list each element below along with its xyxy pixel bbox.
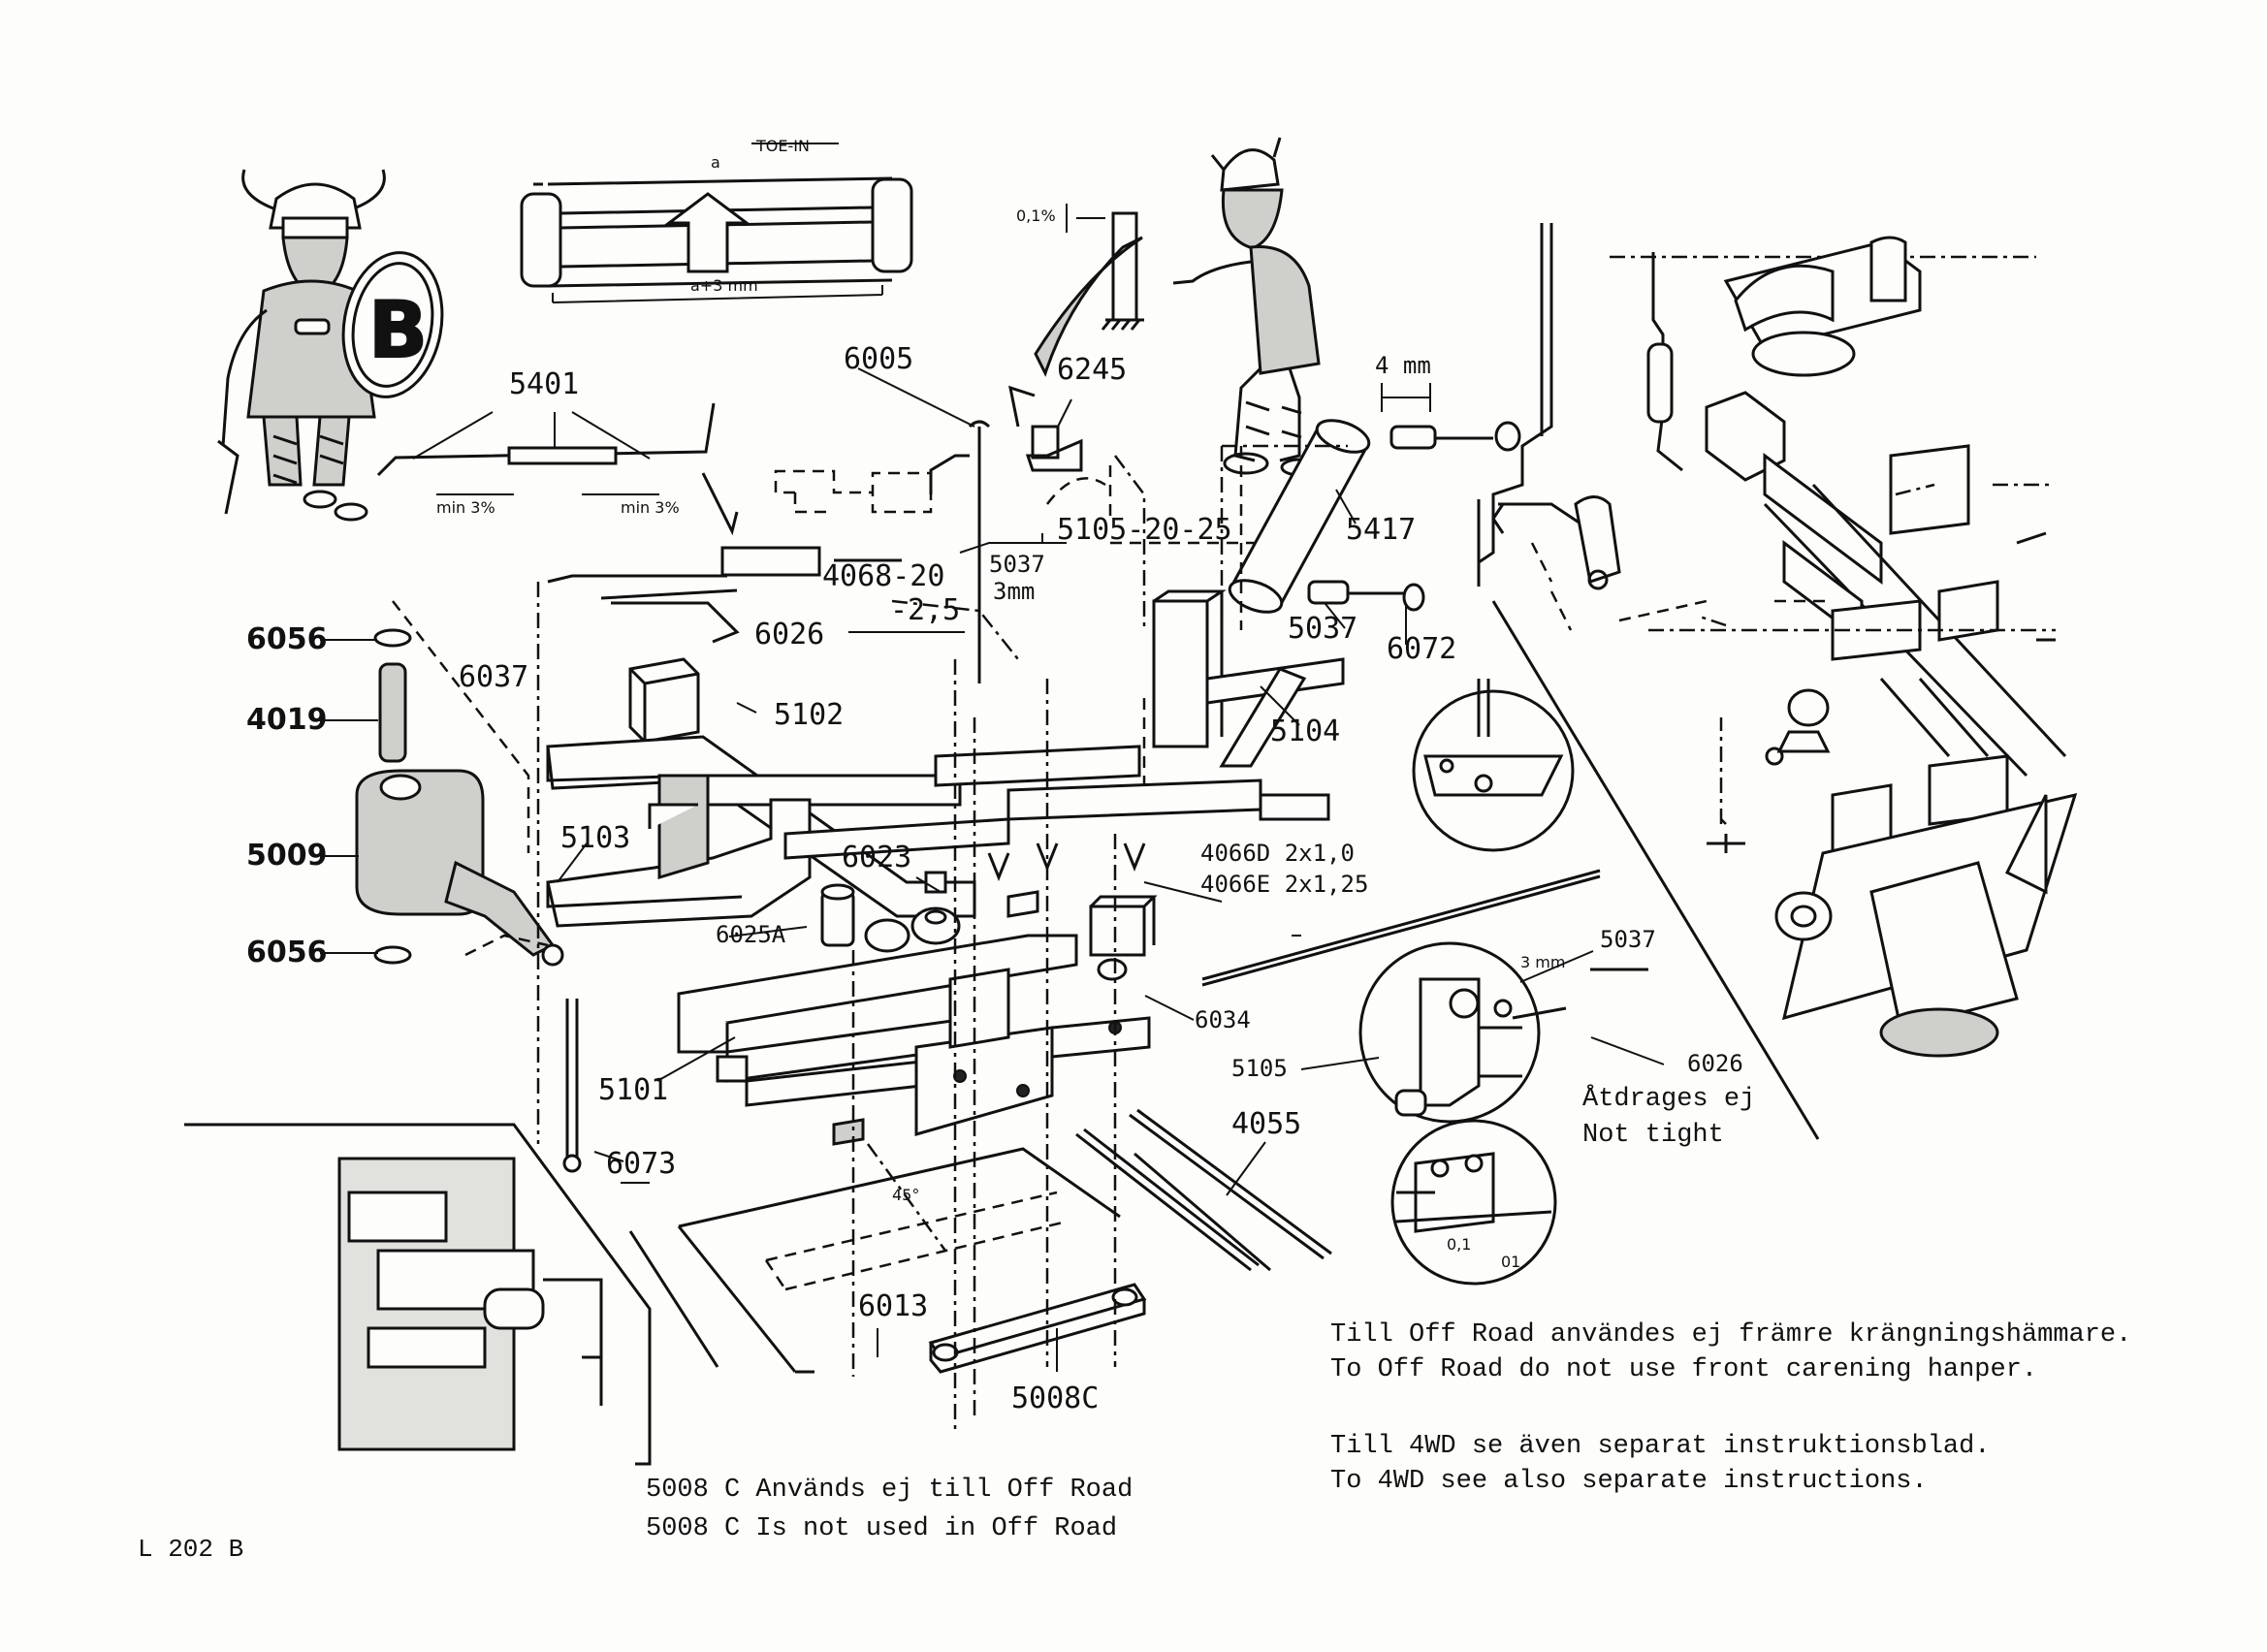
label-5008c: 5008C <box>1011 1382 1100 1415</box>
part-5401-rod <box>376 402 739 536</box>
label-4068-2-5: -2,5 <box>890 593 961 627</box>
page-id: L 202 B <box>138 1535 244 1564</box>
three-mm-dim: 3 mm <box>1520 953 1566 971</box>
not-tight-en: Not tight <box>1582 1121 1724 1150</box>
toe-in-a: a <box>711 153 720 172</box>
four-mm-dim: 4 mm <box>1375 352 1431 379</box>
min-dim-right: min 3% <box>621 498 680 517</box>
label-5417: 5417 <box>1346 513 1417 547</box>
label-5037-upper: 5037 <box>989 551 1045 578</box>
chassis-perspective-right <box>1478 223 2078 1058</box>
callout-circle-top <box>1412 679 1575 852</box>
label-6245: 6245 <box>1057 353 1128 387</box>
toe-in-title: TOE-IN <box>756 137 810 155</box>
callout-circle-bottom <box>1390 1119 1557 1286</box>
toe-in-diagram <box>520 143 913 303</box>
shield-letter: B <box>368 285 428 375</box>
label-4055: 4055 <box>1231 1107 1302 1141</box>
label-5102: 5102 <box>774 698 845 732</box>
angle-dim: 45° <box>892 1186 920 1204</box>
label-5009: 5009 <box>246 839 328 873</box>
note-4wd-en: To 4WD see also separate instructions. <box>1330 1467 1928 1496</box>
label-6025a: 6025A <box>716 921 786 948</box>
lower-body <box>677 871 1158 1146</box>
label-4066e: 4066E 2x1,25 <box>1200 871 1369 898</box>
label-6056-bottom: 6056 <box>246 936 328 969</box>
kingpin-detail <box>1008 204 1144 428</box>
shim-dim: 0,1% <box>1016 206 1056 225</box>
steering-knuckle <box>355 628 564 967</box>
label-5037-upper-mm: 3mm <box>993 578 1036 605</box>
label-6034: 6034 <box>1195 1006 1251 1033</box>
separator-lines <box>1143 223 1820 1140</box>
part-5008c-plate <box>628 1147 1271 1374</box>
front-frame <box>546 589 1345 928</box>
a02-dim: 01 <box>1501 1253 1521 1271</box>
assembly-axes <box>392 444 1348 1435</box>
callout-circle-mid <box>1358 941 1567 1124</box>
toe-in-dim: a+3 mm <box>690 276 758 295</box>
label-6073: 6073 <box>606 1147 677 1181</box>
label-6072: 6072 <box>1387 632 1457 666</box>
label-6005: 6005 <box>844 342 914 376</box>
min-dim-left: min 3% <box>436 498 495 517</box>
not-tight-sv: Åtdrages ej <box>1582 1085 1756 1114</box>
upper-linkage <box>547 420 1112 683</box>
label-5037-right: 5037 <box>1288 612 1358 646</box>
label-5104: 5104 <box>1270 715 1341 748</box>
label-5105: 5105 <box>1231 1055 1288 1082</box>
note-5008c-en: 5008 C Is not used in Off Road <box>646 1514 1118 1543</box>
label-5401: 5401 <box>509 367 580 401</box>
viking-mascot-right <box>1172 137 1321 477</box>
label-4068-20: 4068-20 <box>822 559 945 593</box>
label-6026-callout: 6026 <box>1687 1050 1743 1077</box>
label-5105-20-25: 5105-20-25 <box>1057 513 1232 547</box>
inset-detail-left <box>184 1123 652 1466</box>
label-4019: 4019 <box>246 703 328 737</box>
label-6023: 6023 <box>842 841 912 874</box>
note-4wd-sv: Till 4WD se även separat instruktionsbla… <box>1330 1432 1991 1461</box>
label-6013: 6013 <box>858 1289 929 1323</box>
label-4066d: 4066D 2x1,0 <box>1200 840 1355 867</box>
label-6026-upper: 6026 <box>754 618 825 651</box>
label-6037: 6037 <box>459 660 529 694</box>
label-5103: 5103 <box>560 821 631 855</box>
part-5417-group <box>1228 383 1521 614</box>
label-5101: 5101 <box>598 1073 669 1107</box>
note-offroad-sv: Till Off Road användes ej främre krängni… <box>1330 1320 2132 1350</box>
note-offroad-en: To Off Road do not use front carening ha… <box>1330 1355 2038 1384</box>
note-5008c-sv: 5008 C Används ej till Off Road <box>646 1476 1134 1505</box>
rods <box>562 869 1601 1272</box>
label-5037-callout: 5037 <box>1600 926 1656 953</box>
leader-lines <box>315 367 1665 1372</box>
viking-mascot-left: B <box>217 169 444 522</box>
a01-dim: 0,1 <box>1447 1235 1472 1254</box>
label-6056-top: 6056 <box>246 622 328 656</box>
